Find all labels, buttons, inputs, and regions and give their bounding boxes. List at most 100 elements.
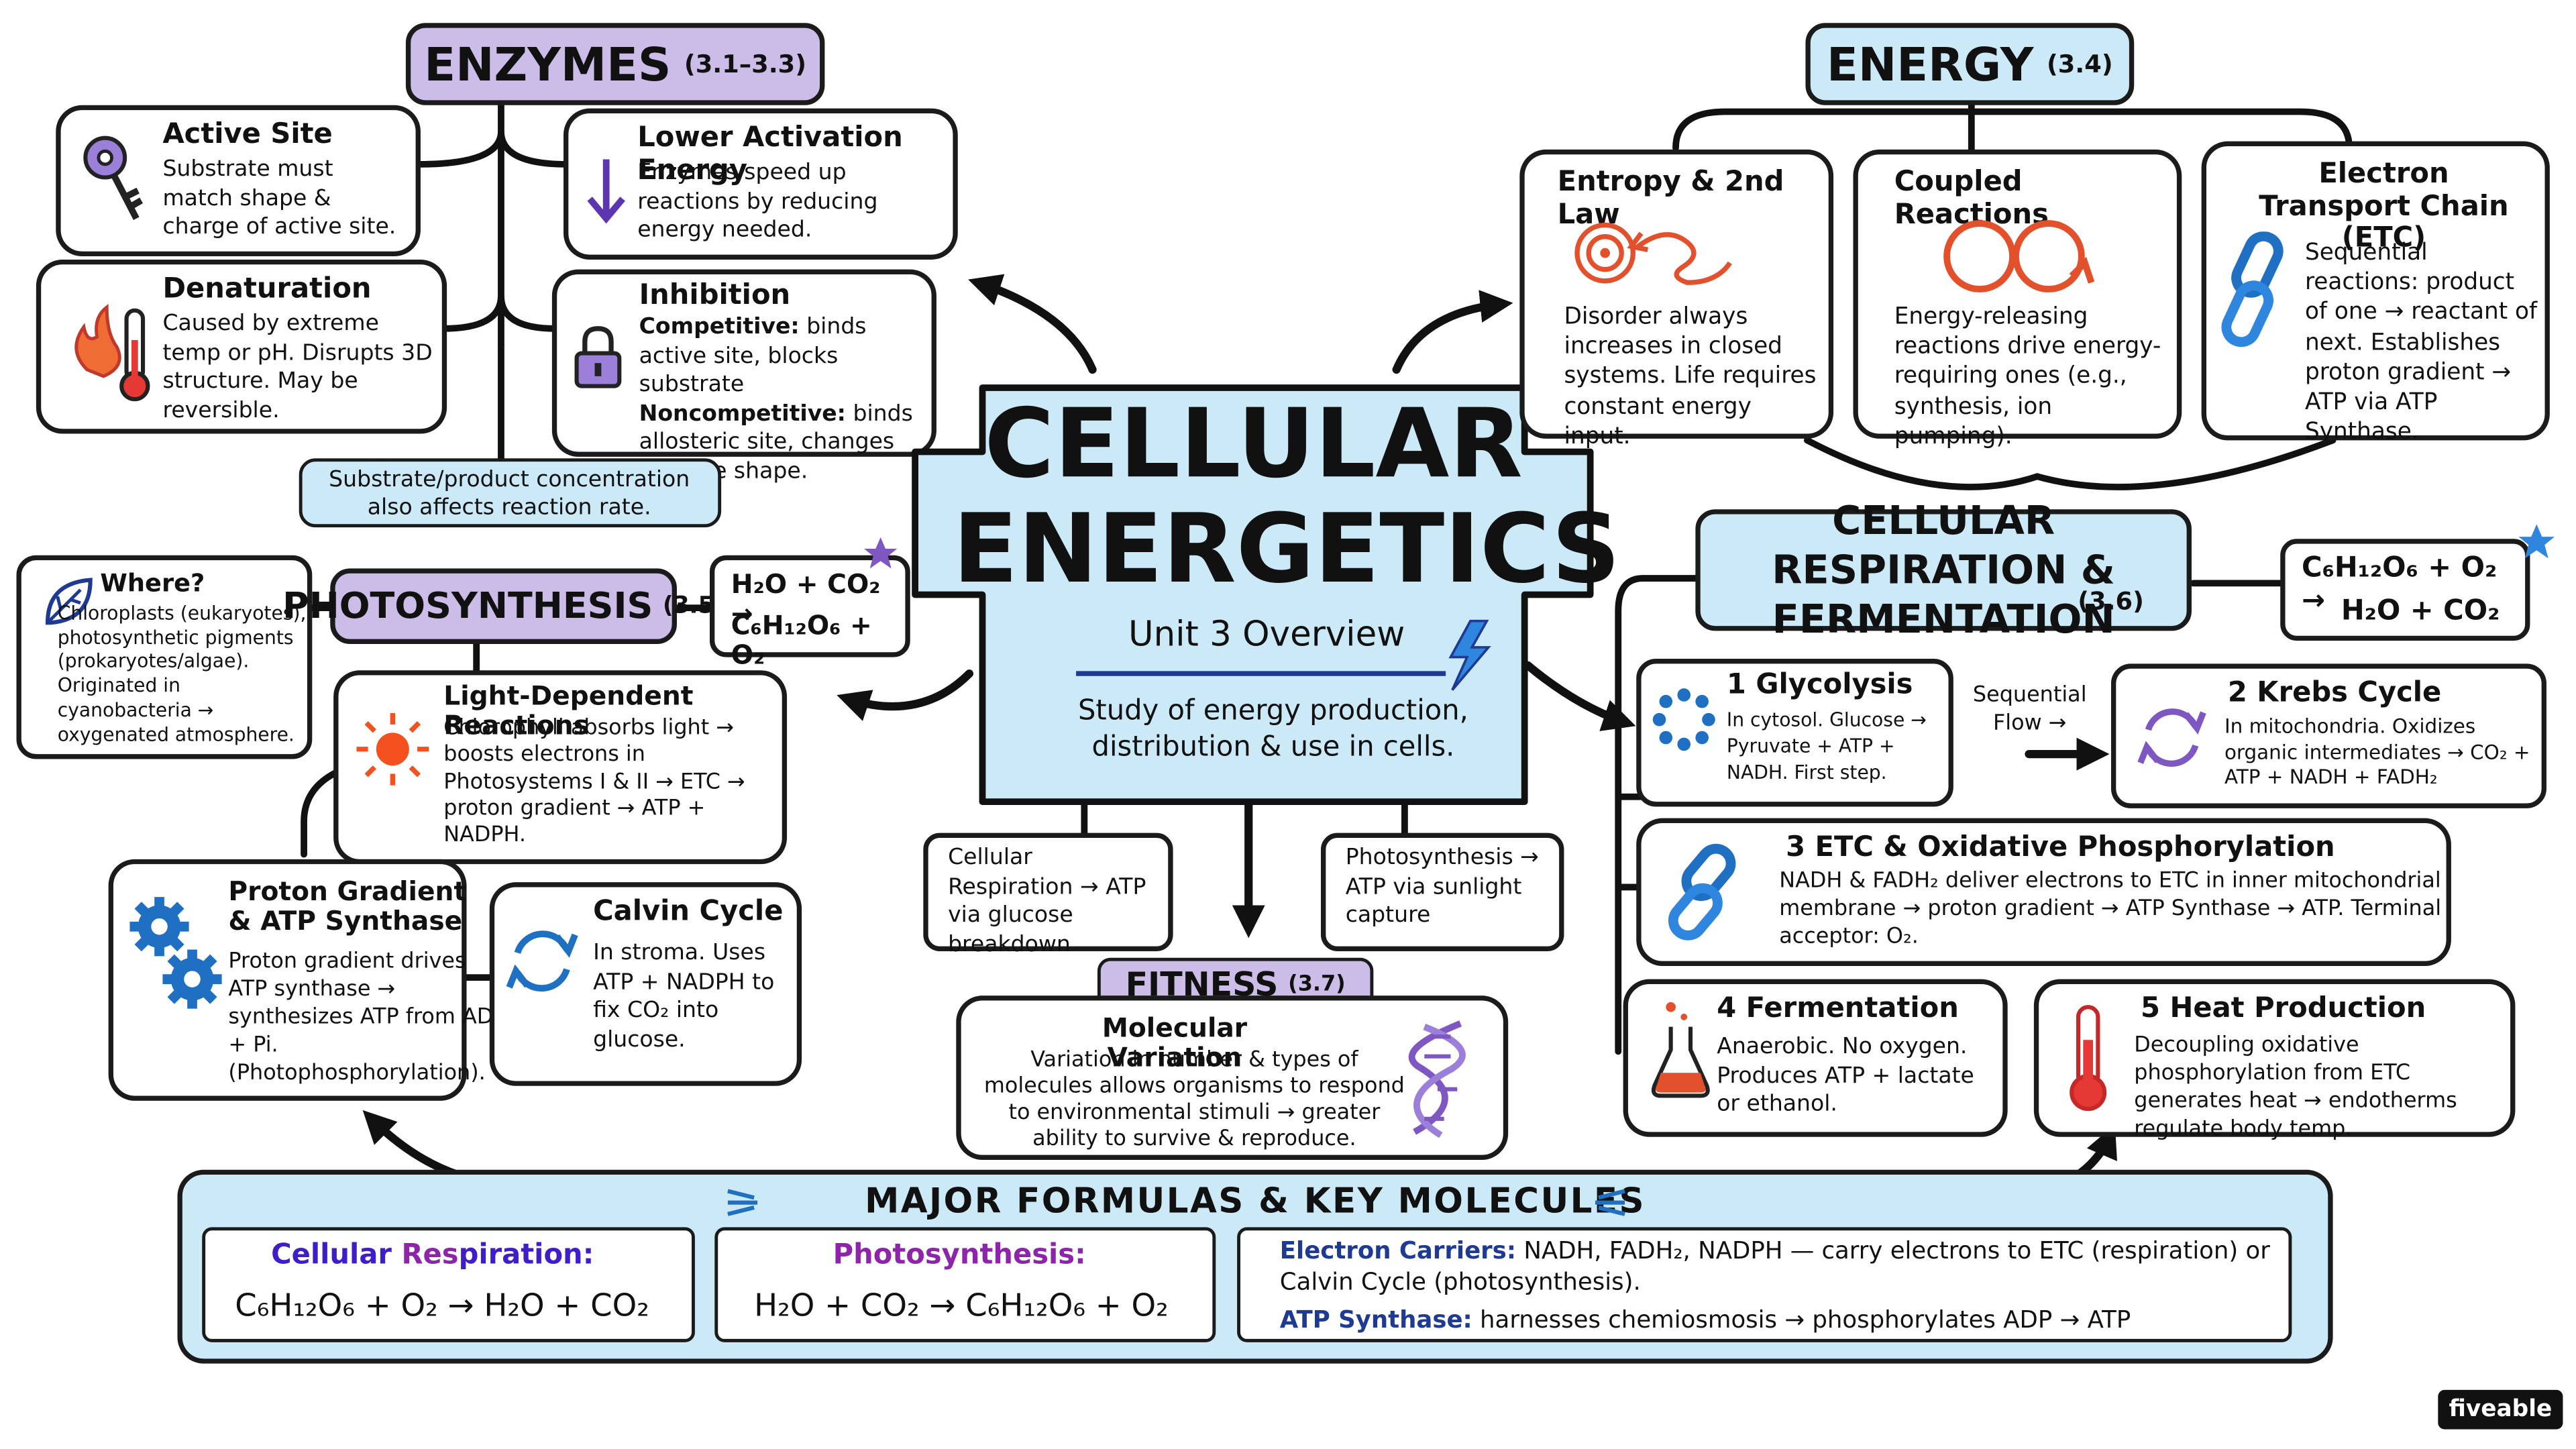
light-reactions-card: Light-Dependent Reactions Chlorophyll ab… [333,670,788,865]
entropy-card: Entropy & 2nd Law Disorder always increa… [1519,149,1834,449]
sequential-flow-text: Sequential Flow → [1972,683,2087,736]
noncompetitive-label: Noncompetitive: [639,400,846,427]
oxidative-phosphorylation-card: 3 ETC & Oxidative Phosphorylation NADH &… [1636,818,2451,967]
etc-chain-icon [1668,843,1736,941]
thermometer-icon [2070,1005,2107,1112]
enzymes-label: ENZYMES (3.1–3.3) [405,23,825,105]
photosynthesis-formula: H₂O + CO₂ → C₆H₁₂O₆ + O₂ [754,1288,1169,1324]
center-title-2: ENERGETICS [953,492,1621,605]
leaf-icon [45,578,93,625]
respiration-formula-card: Cellular Respiration: C₆H₁₂O₆ + O₂ → H₂O… [202,1227,695,1342]
glycolysis-title: 1 Glycolysis [1726,668,1913,702]
enzymes-range: (3.1–3.3) [684,49,807,79]
respiration-formula: C₆H₁₂O₆ + O₂ → H₂O + CO₂ [235,1288,649,1324]
light-reactions-title: Light-Dependent Reactions [443,680,694,742]
photosynthesis-link-card: Photosynthesis → ATP via sunlight captur… [1320,833,1564,951]
lock-icon [574,326,622,388]
star-icon [864,537,898,569]
where-title: Where? [100,568,205,598]
energy-range: (3.4) [2046,49,2113,79]
etc-title: Electron Transport Chain (ETC) [2259,158,2509,255]
carriers-text: NADH, FADH₂, NADPH — carry electrons to … [1279,1238,2270,1296]
noncompetitive-text: binds allosteric site, changes enzyme sh… [639,400,913,484]
heat-production-title: 5 Heat Production [2141,992,2426,1026]
denaturation-text: Caused by extreme temp or pH. Disrupts 3… [162,310,433,423]
oxidative-phosphorylation-title: 3 ETC & Oxidative Phosphorylation [1786,831,2335,865]
cr-label-1: Cellular [271,1238,402,1272]
activation-energy-text: Enzymes speed up reactions by reducing e… [637,159,878,244]
oxidative-phosphorylation-text: NADH & FADH₂ deliver electrons to ETC in… [1779,869,2442,949]
chain-link-icon [2221,231,2284,347]
spiral-icon [1574,222,1732,285]
photosynthesis-equation: H₂O + CO₂ → C₆H₁₂O₆ + O₂ [709,555,910,670]
respiration-equation: C₆H₁₂O₆ + O₂ → H₂O + CO₂ [2280,539,2530,641]
heat-production-card: 5 Heat Production Decoupling oxidative p… [2033,979,2516,1141]
calvin-cycle-title: Calvin Cycle [593,895,784,928]
dna-icon [1408,1020,1466,1138]
denaturation-title: Denaturation [162,272,372,306]
photosynthesis-label: PHOTOSYNTHESIS (3.5) [282,568,724,645]
activation-energy-card: Lower Activation Energy Enzymes speed up… [564,108,958,260]
fitness-range: (3.7) [1288,971,1346,997]
sparkle-left-icon [727,1189,757,1216]
key-icon [83,136,144,220]
krebs-cycle-icon [2137,708,2206,767]
where-text: Chloroplasts (eukaryotes), photosyntheti… [57,601,307,745]
cycle-icon [506,930,578,992]
key-molecules-card: Electron Carriers: NADH, FADH₂, NADPH — … [1237,1227,2292,1342]
respiration-link-card: Cellular Respiration → ATP via glucose b… [923,833,1173,957]
glycolysis-card: 1 Glycolysis In cytosol. Glucose → Pyruv… [1636,659,1953,807]
center-title-1: CELLULAR [984,387,1523,500]
brand-text: fiveable [2449,1396,2553,1423]
center-description: Study of energy production, distribution… [1078,694,1468,765]
inhibition-title: Inhibition [639,279,791,313]
etc-card: Electron Transport Chain (ETC) Sequentia… [2201,141,2550,445]
synthase-label: ATP Synthase: [1279,1307,1472,1334]
coupled-reactions-text: Energy-releasing reactions drive energy-… [1894,304,2161,450]
inhibition-card: Inhibition Competitive: binds active sit… [551,269,936,484]
denaturation-card: Denaturation Caused by extreme temp or p… [36,259,447,434]
enzymes-title: ENZYMES [424,37,672,91]
proton-gradient-title: Proton Gradient & ATP Synthase [228,875,467,937]
calvin-cycle-card: Calvin Cycle In stroma. Uses ATP + NADPH… [489,882,802,1086]
fermentation-card: 4 Fermentation Anaerobic. No oxygen. Pro… [1623,979,2008,1137]
fermentation-text: Anaerobic. No oxygen. Produces ATP + lac… [1717,1033,1974,1118]
center-subtitle: Unit 3 Overview [1128,614,1405,654]
respiration-title: CELLULAR RESPIRATION & FERMENTATION [1772,498,2116,643]
proton-gradient-text: Proton gradient drives ATP synthase → sy… [228,949,506,1085]
respiration-range: (3.6) [2078,586,2144,616]
substrate-note: Substrate/product concentration also aff… [299,458,722,528]
molecular-variation-text: Variation in number & types of molecules… [983,1048,1405,1151]
fiveable-logo: fiveable [2438,1389,2563,1430]
krebs-cycle-title: 2 Krebs Cycle [2227,676,2442,710]
carriers-label: Electron Carriers: [1279,1238,1517,1265]
energy-title: ENERGY [1827,37,2034,91]
light-reactions-text: Chlorophyll absorbs light → boosts elect… [443,716,745,848]
formulas-panel: MAJOR FORMULAS & KEY MOLECULES Cellular … [177,1169,2333,1364]
ps-label: Photosynthesis: [833,1238,1086,1272]
photosynthesis-title: PHOTOSYNTHESIS [282,586,653,627]
sun-icon [356,712,429,786]
where-card: Where? Chloroplasts (eukaryotes), photos… [16,555,313,759]
respiration-label: CELLULAR RESPIRATION & FERMENTATION (3.6… [1695,498,2192,643]
krebs-cycle-text: In mitochondria. Oxidizes organic interm… [2224,714,2530,789]
active-site-card: Active Site Substrate must match shape &… [56,105,421,257]
molecular-variation-title: Molecular Variation [1102,1012,1248,1074]
competitive-label: Competitive: [639,313,800,340]
active-site-title: Active Site [162,118,333,152]
gears-icon [129,897,222,1009]
down-arrow-icon [587,159,625,224]
photosynthesis-formula-card: Photosynthesis: H₂O + CO₂ → C₆H₁₂O₆ + O₂ [714,1227,1216,1342]
active-site-text: Substrate must match shape & charge of a… [162,156,396,240]
coupled-reactions-card: Coupled Reactions Energy-releasing react… [1853,149,2182,449]
inhibition-text: Competitive: binds active site, blocks s… [639,314,935,487]
proton-gradient-card: Proton Gradient & ATP Synthase Proton gr… [108,859,506,1101]
competitive-text: binds active site, blocks substrate [639,313,867,398]
entropy-text: Disorder always increases in closed syst… [1564,304,1817,450]
glycolysis-text: In cytosol. Glucose → Pyruvate + ATP + N… [1726,708,1927,784]
cr-label-2: Res [401,1238,459,1272]
calvin-cycle-text: In stroma. Uses ATP + NADPH to fix CO₂ i… [593,939,775,1053]
sparkle-right-icon [1595,1189,1625,1216]
